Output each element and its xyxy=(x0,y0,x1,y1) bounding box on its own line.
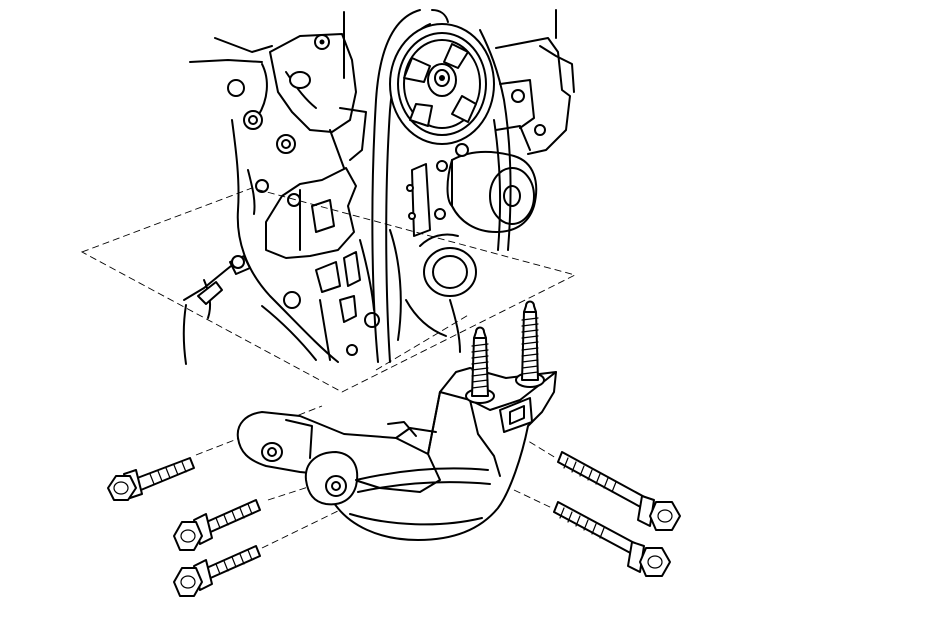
mount-bolt xyxy=(173,499,261,551)
mount-bolt xyxy=(553,501,671,577)
mount-stud xyxy=(521,300,539,381)
engine-front-assembly xyxy=(182,9,575,365)
mount-bolt xyxy=(557,451,681,531)
engine-mount-bracket xyxy=(236,367,557,541)
crankshaft-pulley xyxy=(389,23,495,145)
mount-bolt xyxy=(173,545,261,597)
mount-stud xyxy=(471,326,489,397)
mount-bolt xyxy=(107,457,195,501)
